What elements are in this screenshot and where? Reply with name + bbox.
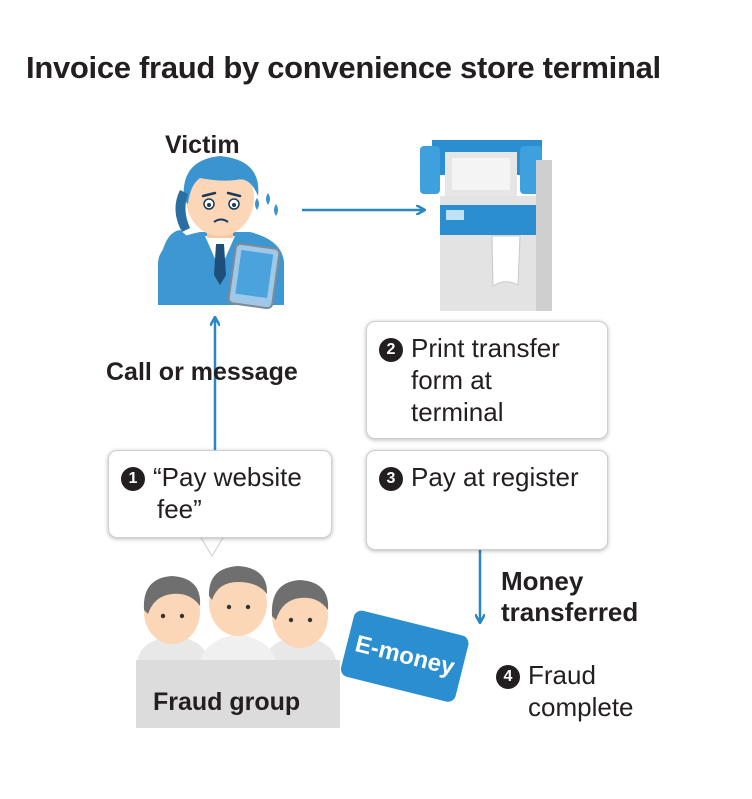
emoney-card: E-money [340,610,469,702]
step4-text-line1: Fraud [528,660,596,690]
step2-text-line3: terminal [411,397,504,427]
victim-illustration [158,156,284,310]
money-label-line1: Money [501,566,584,596]
step3-number: 3 [379,467,403,491]
bubble-tail [199,535,225,557]
step2-text-line1: Print transfer [411,333,560,363]
money-transferred-label: Money transferred [501,566,638,628]
step3-card: 3 Pay at register [366,450,608,550]
call-label: Call or message [106,358,298,386]
terminal-illustration [420,140,552,311]
step4-number: 4 [496,665,520,689]
step4-text-line2: complete [528,692,634,722]
step2-card: 2 Print transfer form at terminal [366,321,608,439]
step1-bubble: 1 “Pay website fee” [108,450,332,538]
money-label-line2: transferred [501,597,639,627]
step2-text-line2: form at [411,365,492,395]
victim-label: Victim [165,131,240,159]
fraud-group-band [136,660,340,728]
step2-number: 2 [379,338,403,362]
step1-number: 1 [121,467,145,491]
step1-text-line1: “Pay website [153,462,302,492]
step3-text: Pay at register [411,462,579,492]
fraud-group-label: Fraud group [153,688,301,716]
fraud-group-illustration [138,566,336,668]
page-title: Invoice fraud by convenience store termi… [26,50,661,85]
step4: 4 Fraud complete [496,659,634,723]
step1-text-line2: fee” [157,494,202,524]
